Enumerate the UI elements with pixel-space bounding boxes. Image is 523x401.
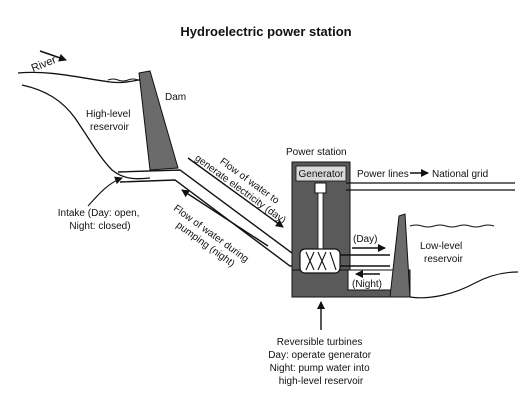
- river-label: River: [30, 54, 59, 75]
- dam: [138, 70, 179, 171]
- generator-box: [295, 165, 347, 182]
- intake-label: Intake (Day: open, Night: closed): [58, 208, 143, 232]
- flow-day-arrow: [187, 157, 284, 228]
- day-label: (Day): [353, 234, 377, 245]
- low-reservoir-bed: [409, 271, 519, 299]
- generator-label: Generator: [298, 169, 344, 180]
- river-bank-upper: [17, 71, 151, 84]
- diagram-title: Hydroelectric power station: [180, 24, 351, 39]
- low-reservoir-water: [409, 224, 495, 228]
- power-lines-label: Power lines: [357, 169, 409, 180]
- turbine-housing: [299, 248, 341, 274]
- high-reservoir-ground: [21, 84, 151, 180]
- night-label: (Night): [352, 279, 382, 290]
- low-reservoir-wall: [389, 213, 411, 298]
- turbine-shaft: [317, 192, 324, 250]
- low-reservoir-label: Low-level reservoir: [420, 241, 465, 265]
- generator-unit: [314, 182, 327, 194]
- dam-label: Dam: [165, 92, 186, 103]
- river-flow-arrow: [39, 50, 67, 62]
- turbines-label: Reversible turbines Day: operate generat…: [268, 337, 374, 387]
- reversible-turbine: [305, 251, 337, 271]
- power-station-label: Power station: [286, 147, 347, 158]
- high-reservoir-label: High-level reservoir: [86, 109, 133, 133]
- national-grid-label: National grid: [432, 169, 488, 180]
- intake-pointer: [87, 176, 123, 207]
- flow-day-label: Flow of water to generate electricity (d…: [193, 143, 295, 226]
- flow-night-arrow: [181, 189, 269, 247]
